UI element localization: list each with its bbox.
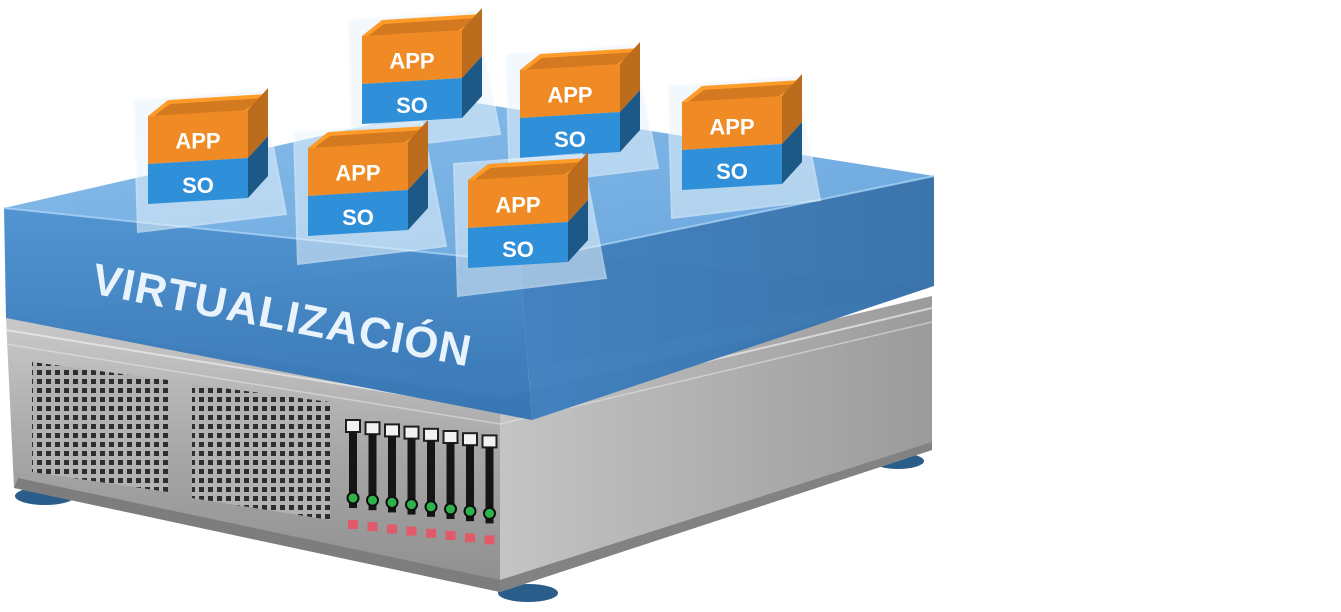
vm-app-layer (520, 64, 620, 118)
drive-bay-slot (466, 445, 474, 522)
vm-os-label: SO (716, 159, 748, 184)
vm-app-layer (308, 142, 408, 196)
vm-cube: APP SO (666, 74, 822, 220)
drive-bay (403, 425, 420, 536)
drive-bay-latch (462, 432, 478, 447)
vm-app-layer-side (462, 8, 482, 78)
drive-status-light (367, 522, 378, 532)
drive-bay-latch (345, 419, 361, 433)
drive-bay (462, 432, 478, 543)
vm-app-layer (362, 30, 462, 84)
drive-activity-led (385, 495, 399, 509)
vm-os-layer-side (782, 122, 802, 184)
drive-bay-slot (427, 440, 435, 517)
vm-app-label: APP (709, 115, 754, 140)
vm-app-layer-side (620, 42, 640, 112)
drive-activity-led (424, 500, 438, 514)
vm-app-layer-side (568, 152, 588, 222)
drive-bays (345, 419, 498, 545)
drive-activity-led (366, 493, 379, 507)
drive-status-light (406, 526, 417, 536)
vm-os-layer (362, 78, 462, 124)
drive-bay (481, 434, 498, 545)
vm-os-layer-side (462, 56, 482, 118)
vm-os-layer (308, 190, 408, 236)
virtualization-layer-front (4, 208, 532, 420)
vm-os-layer (148, 158, 248, 204)
drive-status-light (445, 531, 456, 540)
vm-cube: APP SO (132, 88, 288, 234)
drive-bay-latch (423, 427, 439, 442)
drive-bay-slot (485, 447, 494, 524)
server-foot-front (498, 584, 558, 602)
drive-bay-latch (403, 425, 420, 440)
vm-os-layer-side (568, 200, 588, 262)
drive-status-light (426, 528, 436, 538)
virtualization-layer-side (520, 176, 934, 420)
vm-app-layer-side (248, 88, 268, 158)
vent-grille-center (192, 384, 330, 520)
vm-os-label: SO (502, 237, 534, 262)
drive-bay-slot (407, 438, 416, 515)
drive-bay (364, 421, 381, 532)
drive-bay-latch (442, 430, 459, 444)
vm-os-layer (468, 222, 568, 268)
vm-app-layer (682, 96, 782, 150)
drive-activity-led (346, 491, 360, 505)
drive-bay-slot (349, 432, 357, 508)
vm-os-layer-side (248, 136, 268, 198)
vm-os-layer-side (408, 168, 428, 230)
vm-os-label: SO (182, 173, 214, 198)
drive-bay (442, 430, 459, 540)
vm-cube: APP SO (452, 152, 608, 298)
vm-os-label: SO (396, 93, 428, 118)
drive-bay (384, 423, 400, 534)
vm-app-label: APP (389, 49, 434, 74)
drive-activity-led (444, 502, 457, 516)
drive-bay-latch (364, 421, 381, 436)
drive-bay (345, 419, 361, 529)
vm-os-label: SO (342, 205, 374, 230)
vm-os-layer (682, 144, 782, 190)
vm-app-label: APP (175, 129, 220, 154)
vm-cube: APP SO (292, 120, 448, 266)
drive-bay-slot (368, 434, 377, 511)
vm-cube: APP SO (346, 8, 502, 154)
drive-bay-latch (384, 423, 400, 438)
vm-app-layer (148, 110, 248, 164)
vm-os-label: SO (554, 127, 586, 152)
virtual-machines: APP SO APP SO APP SO APP SO APP SO APP SO (132, 8, 822, 298)
drive-bay-latch (481, 434, 498, 449)
drive-activity-led (463, 504, 477, 518)
drive-status-light (348, 520, 358, 529)
vm-os-layer-side (620, 90, 640, 152)
drive-status-light (387, 524, 397, 534)
drive-bay-slot (446, 443, 455, 519)
vm-app-layer (468, 174, 568, 228)
drive-status-light (465, 533, 475, 543)
vm-app-label: APP (335, 161, 380, 186)
drive-status-light (484, 535, 495, 545)
vm-app-layer-side (782, 74, 802, 144)
drive-bay-slot (388, 436, 396, 513)
vm-cube: APP SO (504, 42, 660, 188)
server-side-panel (500, 296, 932, 592)
vm-app-label: APP (547, 83, 592, 108)
drive-bay (423, 427, 439, 538)
drive-activity-led (483, 506, 496, 520)
drive-activity-led (405, 498, 418, 512)
vm-app-label: APP (495, 193, 540, 218)
vent-grille-left (32, 362, 168, 492)
vm-os-layer (520, 112, 620, 158)
vm-app-layer-side (408, 120, 428, 190)
